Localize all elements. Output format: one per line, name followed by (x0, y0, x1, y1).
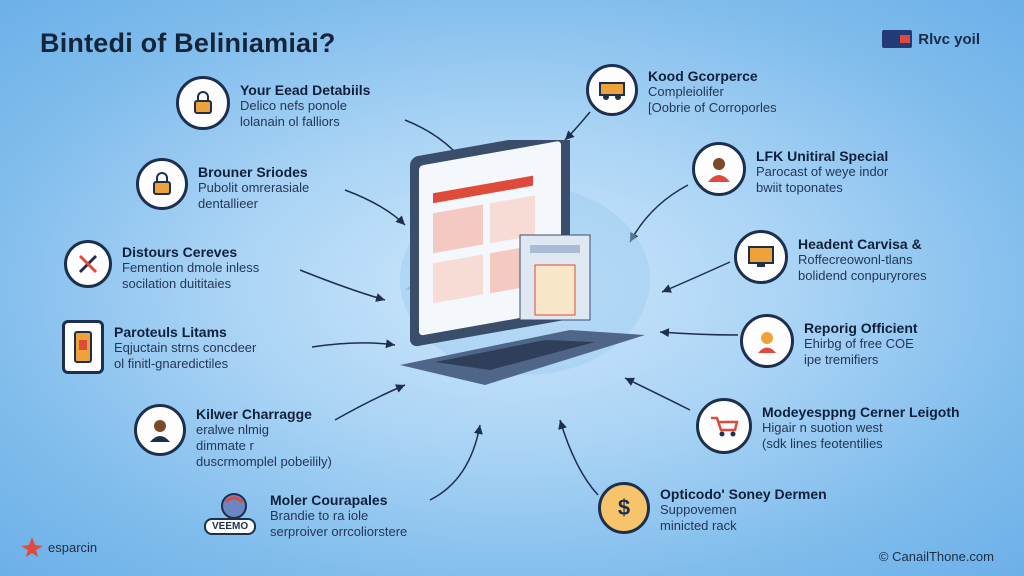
left-item-1-title: Your Eead Detabiils (240, 82, 371, 98)
arrow-left-4 (311, 339, 396, 349)
document-icon (62, 320, 104, 374)
arrow-right-3 (661, 261, 731, 293)
brand-name: Rlvc yoil (918, 30, 980, 48)
left-item-3-line-2: socilation duititaies (122, 276, 232, 291)
left-item-5-title: Kilwer Charragge (196, 406, 312, 422)
left-item-5-line-3: duscrmomplel pobeilily) (196, 454, 332, 469)
arrow-right-4 (659, 328, 739, 338)
right-item-6-line-1: Suppovemen (660, 502, 737, 517)
right-item-4-title: Reporig Officient (804, 320, 918, 336)
right-item-2-title: LFK Unitiral Special (756, 148, 889, 164)
support-icon (740, 314, 794, 368)
right-item-5: Modeyesppng Cerner Leigoth Higair n suot… (696, 398, 960, 454)
right-item-1-title: Kood Gcorperce (648, 68, 758, 84)
right-item-2-line-2: bwiit toponates (756, 180, 843, 195)
left-item-1-line-2: lolanain ol falliors (240, 114, 340, 129)
right-item-3-line-2: bolidend conpuryrores (798, 268, 927, 283)
right-item-2-line-1: Parocast of weye indor (756, 164, 889, 179)
right-item-4-line-1: Ehirbg of free COE (804, 336, 914, 351)
person-icon (692, 142, 746, 196)
left-item-3: Distours Cereves Femention dmole inless … (64, 240, 259, 292)
badge-label: VEEMO (204, 518, 257, 535)
left-item-5: Kilwer Charragge eralwe nlmig dimmate r … (134, 404, 332, 470)
left-item-1: Your Eead Detabiils Delico nefs ponole l… (176, 76, 370, 130)
truck-icon (586, 64, 638, 116)
right-item-2: LFK Unitiral Special Parocast of weye in… (692, 142, 888, 196)
left-item-4-line-2: ol finitl-gnaredictiles (114, 356, 229, 371)
right-item-5-line-2: (sdk lines feotentilies (762, 436, 883, 451)
left-item-4: Paroteuls Litams Eqjuctain strns concdee… (62, 320, 256, 374)
page-title: Bintedi of Beliniamiai? (40, 28, 336, 58)
right-item-1: Kood Gcorperce Compleiolifer [Oobrie of … (586, 64, 777, 116)
left-item-6: VEEMO Moler Courapales Brandie to ra iol… (202, 490, 407, 540)
right-item-5-line-1: Higair n suotion west (762, 420, 883, 435)
padlock-icon (136, 158, 188, 210)
brand-logo: Rlvc yoil (882, 30, 980, 48)
arrow-left-5 (334, 384, 406, 421)
left-item-1-line-1: Delico nefs ponole (240, 98, 347, 113)
tools-icon (64, 240, 112, 288)
left-item-6-line-2: serproiver orrcoliorstere (270, 524, 408, 539)
footer-site: © CanailThone.com (879, 549, 994, 564)
arrow-left-2 (344, 189, 406, 226)
left-item-4-line-1: Eqjuctain strns concdeer (114, 340, 257, 355)
laptop-illustration (400, 140, 650, 385)
brand-mark-icon (882, 30, 913, 48)
dollar-icon: $ (598, 482, 650, 534)
right-item-5-title: Modeyesppng Cerner Leigoth (762, 404, 960, 420)
copyright-icon: © (878, 549, 889, 564)
left-item-2: Brouner Sriodes Pubolit omrerasiale dent… (136, 158, 309, 212)
right-item-4-line-2: ipe tremifiers (804, 352, 879, 367)
left-item-5-line-1: eralwe nlmig (196, 422, 269, 437)
arrow-right-2 (629, 184, 689, 243)
right-item-4: Reporig Officient Ehirbg of free COE ipe… (740, 314, 918, 368)
left-item-3-line-1: Femention dmole inless (122, 260, 260, 275)
right-item-1-line-1: Compleiolifer (648, 84, 724, 99)
monitor-icon (734, 230, 788, 284)
right-item-3-line-1: Roffecreowonl-tlans (798, 252, 913, 267)
right-item-6: $ Opticodo' Soney Dermen Suppovemen mini… (598, 482, 827, 534)
left-item-3-title: Distours Cereves (122, 244, 238, 260)
left-item-2-line-2: dentallieer (198, 196, 258, 211)
arrow-right-6 (558, 419, 599, 496)
left-item-5-line-2: dimmate r (196, 438, 254, 453)
right-item-6-title: Opticodo' Soney Dermen (660, 486, 827, 502)
left-item-2-line-1: Pubolit omrerasiale (198, 180, 310, 195)
arrow-right-5 (624, 377, 691, 411)
arrow-left-3 (299, 269, 386, 302)
cart-icon (696, 398, 752, 454)
lock-icon (176, 76, 230, 130)
left-item-6-line-1: Brandie to ra iole (270, 508, 369, 523)
left-item-2-title: Brouner Sriodes (198, 164, 308, 180)
arrow-left-6 (429, 424, 483, 501)
star-logo-icon (21, 537, 43, 557)
left-item-6-title: Moler Courapales (270, 492, 388, 508)
arrow-right-1 (564, 111, 591, 141)
right-item-6-line-2: minicted rack (660, 518, 737, 533)
person-icon (134, 404, 186, 456)
right-item-1-line-2: [Oobrie of Corroporles (648, 100, 777, 115)
footer-logo: esparcin (20, 536, 97, 558)
right-item-3: Headent Carvisa & Roffecreowonl-tlans bo… (734, 230, 927, 284)
right-item-3-title: Headent Carvisa & (798, 236, 922, 252)
footer-logo-text: esparcin (48, 539, 98, 555)
footer-site-text: CanailThone.com (892, 549, 994, 564)
badge-icon: VEEMO (202, 490, 260, 535)
left-item-4-title: Paroteuls Litams (114, 324, 227, 340)
